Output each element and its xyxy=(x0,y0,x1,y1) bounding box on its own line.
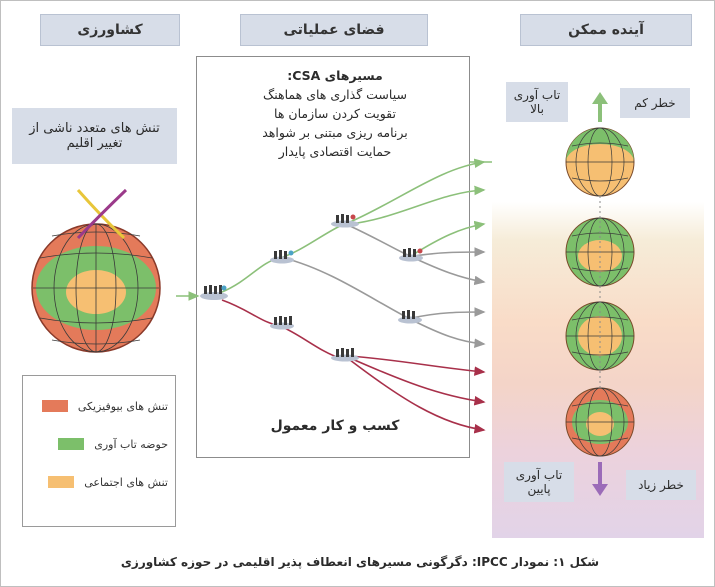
legend-label-resilience: حوضه تاب آوری xyxy=(94,437,168,451)
csa-title: مسیرهای CSA: xyxy=(287,68,383,83)
high-resilience-box: تاب آوری بالا xyxy=(506,82,568,122)
path-low-1 xyxy=(411,307,486,319)
path-mid-2 xyxy=(413,247,486,257)
left-globe xyxy=(31,223,161,353)
csa-line-4: حمایت اقتصادی پایدار xyxy=(278,144,392,159)
legend-item-resilience: حوضه تاب آوری xyxy=(33,434,168,454)
legend: تنش های بیوفیزیکی حوضه تاب آوری تنش های … xyxy=(22,375,176,527)
path-low-3 xyxy=(349,355,486,376)
legend-item-social: تنش های اجتماعی xyxy=(33,472,168,492)
people-cluster-right-low xyxy=(398,310,422,324)
legend-swatch-biophysical xyxy=(41,400,68,412)
people-cluster-upper xyxy=(270,250,294,264)
path-low-4 xyxy=(349,357,486,406)
csa-line-3: برنامه ریزی مبتنی بر شواهد xyxy=(262,125,408,140)
future-globe-4 xyxy=(565,387,635,457)
path-left-mid xyxy=(283,257,409,319)
people-cluster-start xyxy=(200,285,228,300)
path-mid-1 xyxy=(413,220,486,255)
up-arrow-head xyxy=(592,92,608,104)
path-low-5 xyxy=(349,359,486,434)
legend-label-biophysical: تنش های بیوفیزیکی xyxy=(77,399,168,413)
people-cluster-top xyxy=(331,214,359,228)
legend-swatch-resilience xyxy=(58,438,85,450)
operational-space-panel xyxy=(196,56,470,458)
legend-swatch-social xyxy=(48,476,75,488)
path-top-3 xyxy=(349,225,411,257)
csa-line-1: سیاست گذاری های هماهنگ xyxy=(263,87,407,102)
figure-caption: شکل ۱: نمودار IPCC: دگرگونی مسیرهای انعط… xyxy=(120,555,600,569)
header-operational-space: فضای عملیاتی xyxy=(240,14,428,46)
climate-stress-box: تنش های متعدد ناشی از تغییر اقلیم xyxy=(12,108,177,164)
low-risk-box: خطر کم xyxy=(620,88,690,118)
business-as-usual-label: کسب و کار معمول xyxy=(270,418,400,434)
stress-arrow-purple xyxy=(76,188,128,240)
people-cluster-bottom xyxy=(331,348,359,362)
low-resilience-box: تاب آوری پایین xyxy=(504,462,574,502)
people-cluster-right-mid xyxy=(399,248,423,262)
path-top-1 xyxy=(349,158,486,223)
path-mid-3 xyxy=(413,257,486,286)
csa-pathways-text: مسیرهای CSA: سیاست گذاری های هماهنگ تقوی… xyxy=(230,66,440,161)
future-globe-1 xyxy=(565,127,635,197)
high-risk-box: خطر زیاد xyxy=(626,470,696,500)
legend-label-social: تنش های اجتماعی xyxy=(84,475,168,489)
people-cluster-lower xyxy=(270,316,294,330)
down-arrow-head xyxy=(592,484,608,496)
header-possible-futures: آینده ممکن xyxy=(520,14,692,46)
header-agriculture: کشاورزی xyxy=(40,14,180,46)
legend-item-biophysical: تنش های بیوفیزیکی xyxy=(33,396,168,416)
path-low-2 xyxy=(411,319,486,348)
csa-line-2: تقویت کردن سازمان ها xyxy=(274,106,396,121)
path-top-2 xyxy=(349,185,486,225)
